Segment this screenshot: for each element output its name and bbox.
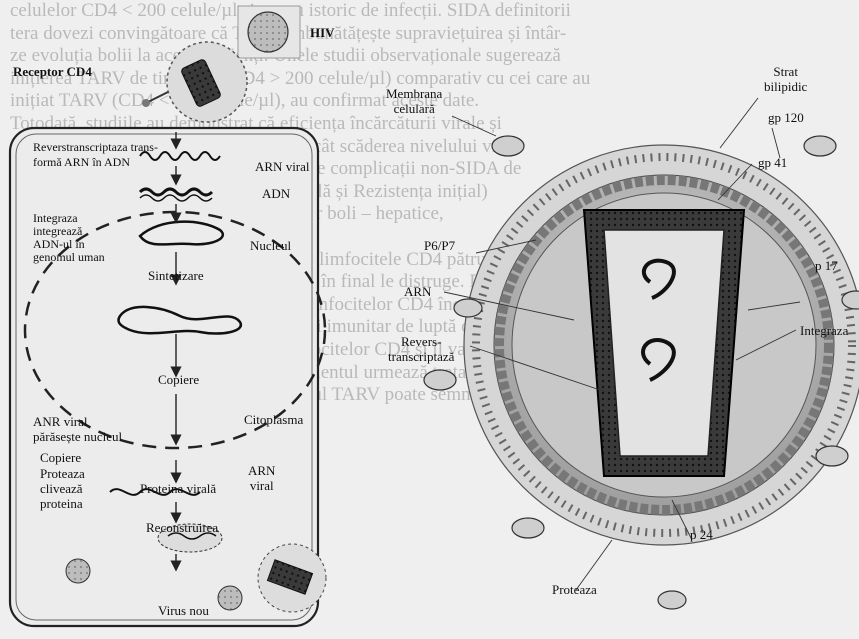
label-copiere-center: Copiere: [158, 372, 199, 387]
label-membrana-celulara: Membrana celulară: [386, 86, 442, 116]
label-p24: p 24: [690, 527, 713, 542]
label-proteaza-line2: clivează: [40, 481, 85, 496]
label-arn-right: ARN: [404, 284, 431, 299]
label-revtrans-line2: formă ARN în ADN: [33, 155, 158, 170]
label-anr-line1: ANR viral: [33, 414, 122, 429]
label-arn-right-line1: ARN: [248, 463, 275, 478]
label-reverstranscriptaza-right: Revers- transcriptază: [388, 334, 454, 364]
label-virus-nou: Virus nou: [158, 603, 209, 618]
label-reverstranscriptaza: Reverstranscriptaza trans- formă ARN în …: [33, 140, 158, 170]
label-p6p7: P6/P7: [424, 238, 455, 253]
label-gp41: gp 41: [758, 155, 787, 170]
label-p17: p 17: [815, 258, 838, 273]
label-integraza-step: Integraza integrează ADN-ul în genomul u…: [33, 212, 105, 264]
label-proteaza-line1: Proteaza: [40, 466, 85, 481]
label-proteina-virala: Proteina virală: [140, 481, 216, 496]
label-nucleul: Nucleul: [250, 238, 291, 253]
label-strat-bilipidic: Strat bilipidic: [764, 64, 807, 94]
hiv-virion-icon: [238, 6, 300, 58]
label-receptor-cd4: Receptor CD4: [13, 64, 92, 79]
label-membrana-line1: Membrana: [386, 86, 442, 101]
entering-virus-icon: [142, 42, 247, 122]
label-revers-line2: transcriptază: [388, 349, 454, 364]
label-sintetizare: Sintetizare: [148, 268, 204, 283]
hiv-structure-virion: [464, 145, 859, 545]
label-proteaza-left: Proteaza clivează proteina: [40, 466, 85, 511]
label-proteaza-bottom: Proteaza: [552, 582, 597, 597]
label-strat-line1: Strat: [764, 64, 807, 79]
label-copiere-left: Copiere: [40, 450, 81, 465]
label-proteaza-line3: proteina: [40, 496, 85, 511]
label-anr-line2: părăsește nucleul: [33, 429, 122, 444]
label-integraza-line4: genomul uman: [33, 251, 105, 264]
label-gp120: gp 120: [768, 110, 804, 125]
label-anr-viral: ANR viral părăsește nucleul: [33, 414, 122, 444]
label-reconstruirea: Reconstruirea: [146, 520, 218, 535]
label-adn: ADN: [262, 186, 290, 201]
label-hiv: HIV: [310, 25, 335, 40]
label-strat-line2: bilipidic: [764, 79, 807, 94]
label-revtrans-line1: Reverstranscriptaza trans-: [33, 140, 158, 155]
label-integraza-right: Integraza: [800, 323, 848, 338]
label-citoplasma: Citoplasma: [244, 412, 303, 427]
label-arn-viral-right: ARN viral: [248, 463, 275, 493]
label-membrana-line2: celulară: [386, 101, 442, 116]
label-revers-line1: Revers-: [388, 334, 454, 349]
label-arn-viral: ARN viral: [255, 159, 310, 174]
label-arn-right-line2: viral: [248, 478, 275, 493]
